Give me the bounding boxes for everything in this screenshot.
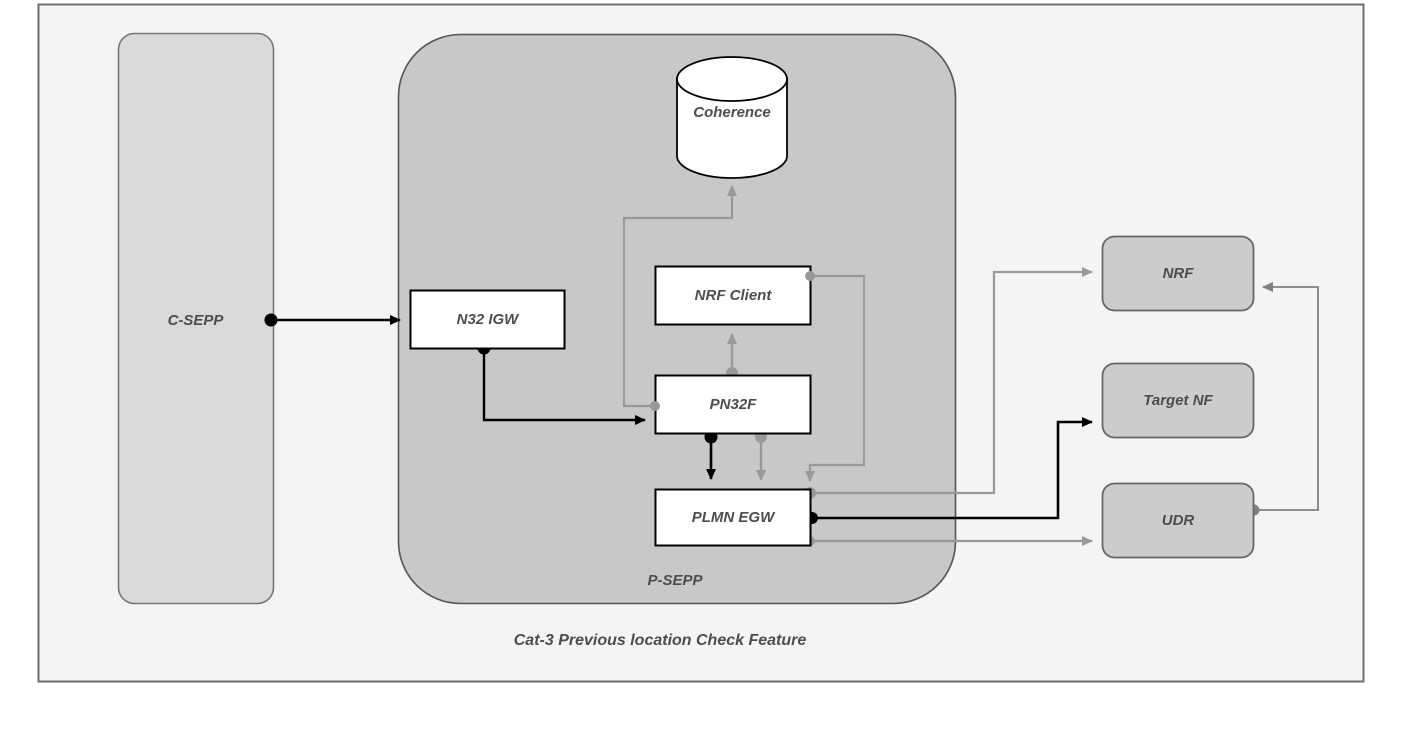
node-targetnf[interactable] [1101, 362, 1255, 439]
group-csepp[interactable] [117, 32, 275, 605]
node-nrfclient[interactable] [654, 265, 812, 326]
node-nrf[interactable] [1101, 235, 1255, 312]
edge-overlay-dots [650, 271, 815, 411]
node-udr[interactable] [1101, 482, 1255, 559]
node-pn32f[interactable] [654, 374, 812, 435]
node-plmnegw[interactable] [654, 488, 812, 547]
edge-csepp-to-n32igw [264, 313, 401, 327]
node-coherence[interactable] [676, 56, 788, 179]
edge-plmnegw-to-nrf [810, 267, 1093, 495]
node-n32igw[interactable] [409, 289, 566, 350]
